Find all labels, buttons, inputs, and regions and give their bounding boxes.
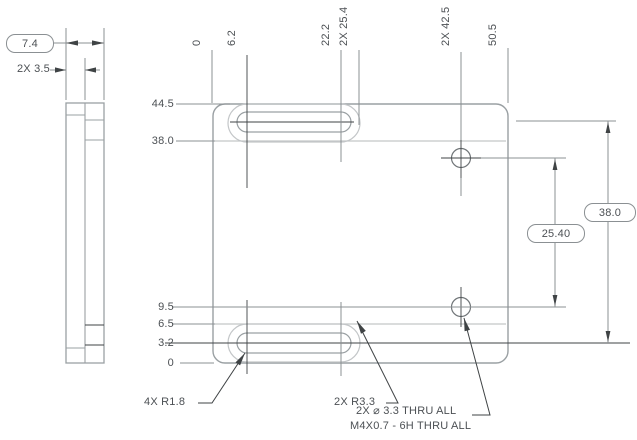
front-view bbox=[212, 103, 509, 364]
callout-arrowheads bbox=[235, 318, 470, 366]
ordinate-lines-left bbox=[172, 103, 566, 364]
ordinate-left-9-5: 9.5 bbox=[158, 301, 174, 313]
slot-outer-radius-callout: 2X R3.3 bbox=[334, 396, 376, 408]
side-view-dimensions bbox=[50, 28, 105, 100]
slot-end-radius-callout: 4X R1.8 bbox=[144, 396, 186, 408]
slot-spacing-dim-capsule: 38.0 bbox=[584, 203, 636, 222]
ordinate-left-44-5: 44.5 bbox=[151, 98, 174, 110]
ordinate-top-42-5: 2X 42.5 bbox=[440, 6, 452, 46]
ordinate-top-50-5: 50.5 bbox=[487, 23, 499, 46]
ordinate-left-0: 0 bbox=[167, 357, 174, 369]
hole-spacing-dim-capsule: 25.40 bbox=[527, 224, 585, 243]
step-dim-label: 2X 3.5 bbox=[16, 63, 50, 75]
ordinate-left-3-2: 3.2 bbox=[158, 337, 174, 349]
side-view bbox=[65, 102, 105, 364]
top-slot-outer-recess bbox=[227, 103, 361, 143]
side-view-arrowheads bbox=[55, 40, 104, 73]
ordinate-top-25-4: 2X 25.4 bbox=[338, 6, 350, 46]
ordinate-lines-top bbox=[211, 48, 509, 376]
ordinate-left-6-5: 6.5 bbox=[158, 318, 174, 330]
ordinate-top-6-2: 6.2 bbox=[226, 30, 238, 46]
right-dimension-arrowheads bbox=[552, 122, 611, 342]
ordinate-left-38-0: 38.0 bbox=[151, 135, 174, 147]
ordinate-top-22-2: 22.2 bbox=[320, 23, 332, 46]
hole-note-line2: M4X0.7 - 6H THRU ALL bbox=[350, 420, 472, 432]
callout-leaders bbox=[198, 317, 491, 416]
centerlines bbox=[165, 55, 630, 374]
hole-note-line1: 2X ⌀ 3.3 THRU ALL bbox=[356, 405, 457, 417]
thickness-dim-capsule: 7.4 bbox=[6, 34, 54, 53]
ordinate-top-0: 0 bbox=[191, 39, 203, 46]
